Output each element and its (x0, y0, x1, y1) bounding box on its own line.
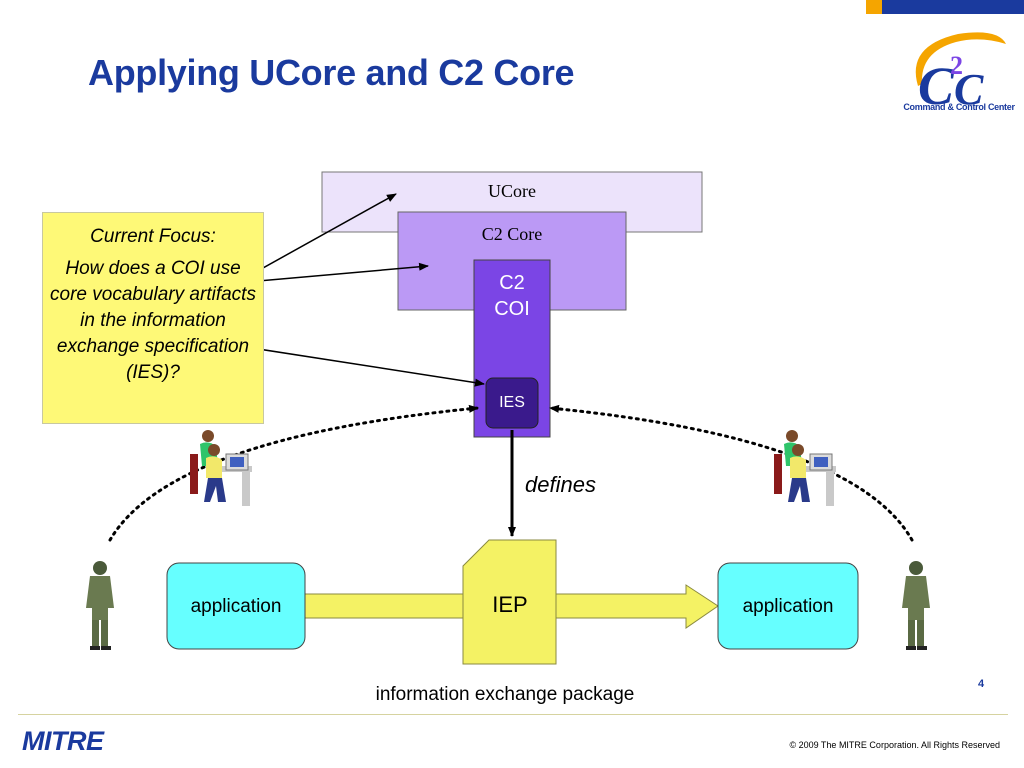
slide-title: Applying UCore and C2 Core (88, 52, 575, 93)
c2c-logo: C 2 C (915, 32, 1006, 116)
pointer-arrow-ies (251, 347, 485, 387)
page-number: 4 (978, 678, 985, 690)
soldier-left-icon (86, 561, 114, 650)
dotted-arc-right (548, 404, 914, 542)
c2c-logo-caption: Command & Control Center (903, 102, 1015, 112)
svg-text:2: 2 (950, 51, 963, 80)
application-box-right (717, 562, 859, 650)
application-box-left (166, 562, 306, 650)
ies-box (485, 377, 539, 429)
svg-text:C: C (918, 56, 955, 116)
iep-document (462, 539, 557, 665)
iep-label: IEP (492, 592, 528, 617)
current-focus-box: Current Focus: How does a COI use core v… (42, 212, 264, 424)
coi-label-line-2: COI (494, 298, 530, 320)
pointer-arrow-c2core (235, 262, 429, 284)
footer-divider (18, 714, 1008, 715)
svg-text:C: C (954, 65, 984, 114)
defines-label: defines (525, 472, 596, 497)
current-focus-question: How does a COI use core vocabulary artif… (50, 258, 256, 383)
coi-label-line-1: C2 (499, 272, 525, 294)
workstation-people-right-icon (774, 430, 836, 506)
application-right-label: application (742, 596, 834, 617)
dotted-arc-left (108, 404, 480, 542)
mitre-logo: MITRE (22, 726, 104, 756)
application-left-label: application (190, 596, 282, 617)
iep-caption: information exchange package (375, 684, 635, 705)
corner-accent-orange (866, 0, 882, 14)
current-focus-heading: Current Focus: (90, 226, 216, 247)
workstation-people-left-icon (190, 430, 252, 506)
soldier-right-icon (902, 561, 930, 650)
coi-label: C2 COI (474, 270, 550, 322)
corner-accent-bar (882, 0, 1024, 14)
ucore-label: UCore (488, 181, 536, 201)
c2core-label: C2 Core (481, 224, 543, 244)
ies-label: IES (499, 394, 525, 411)
copyright-text: © 2009 The MITRE Corporation. All Rights… (789, 740, 1000, 750)
